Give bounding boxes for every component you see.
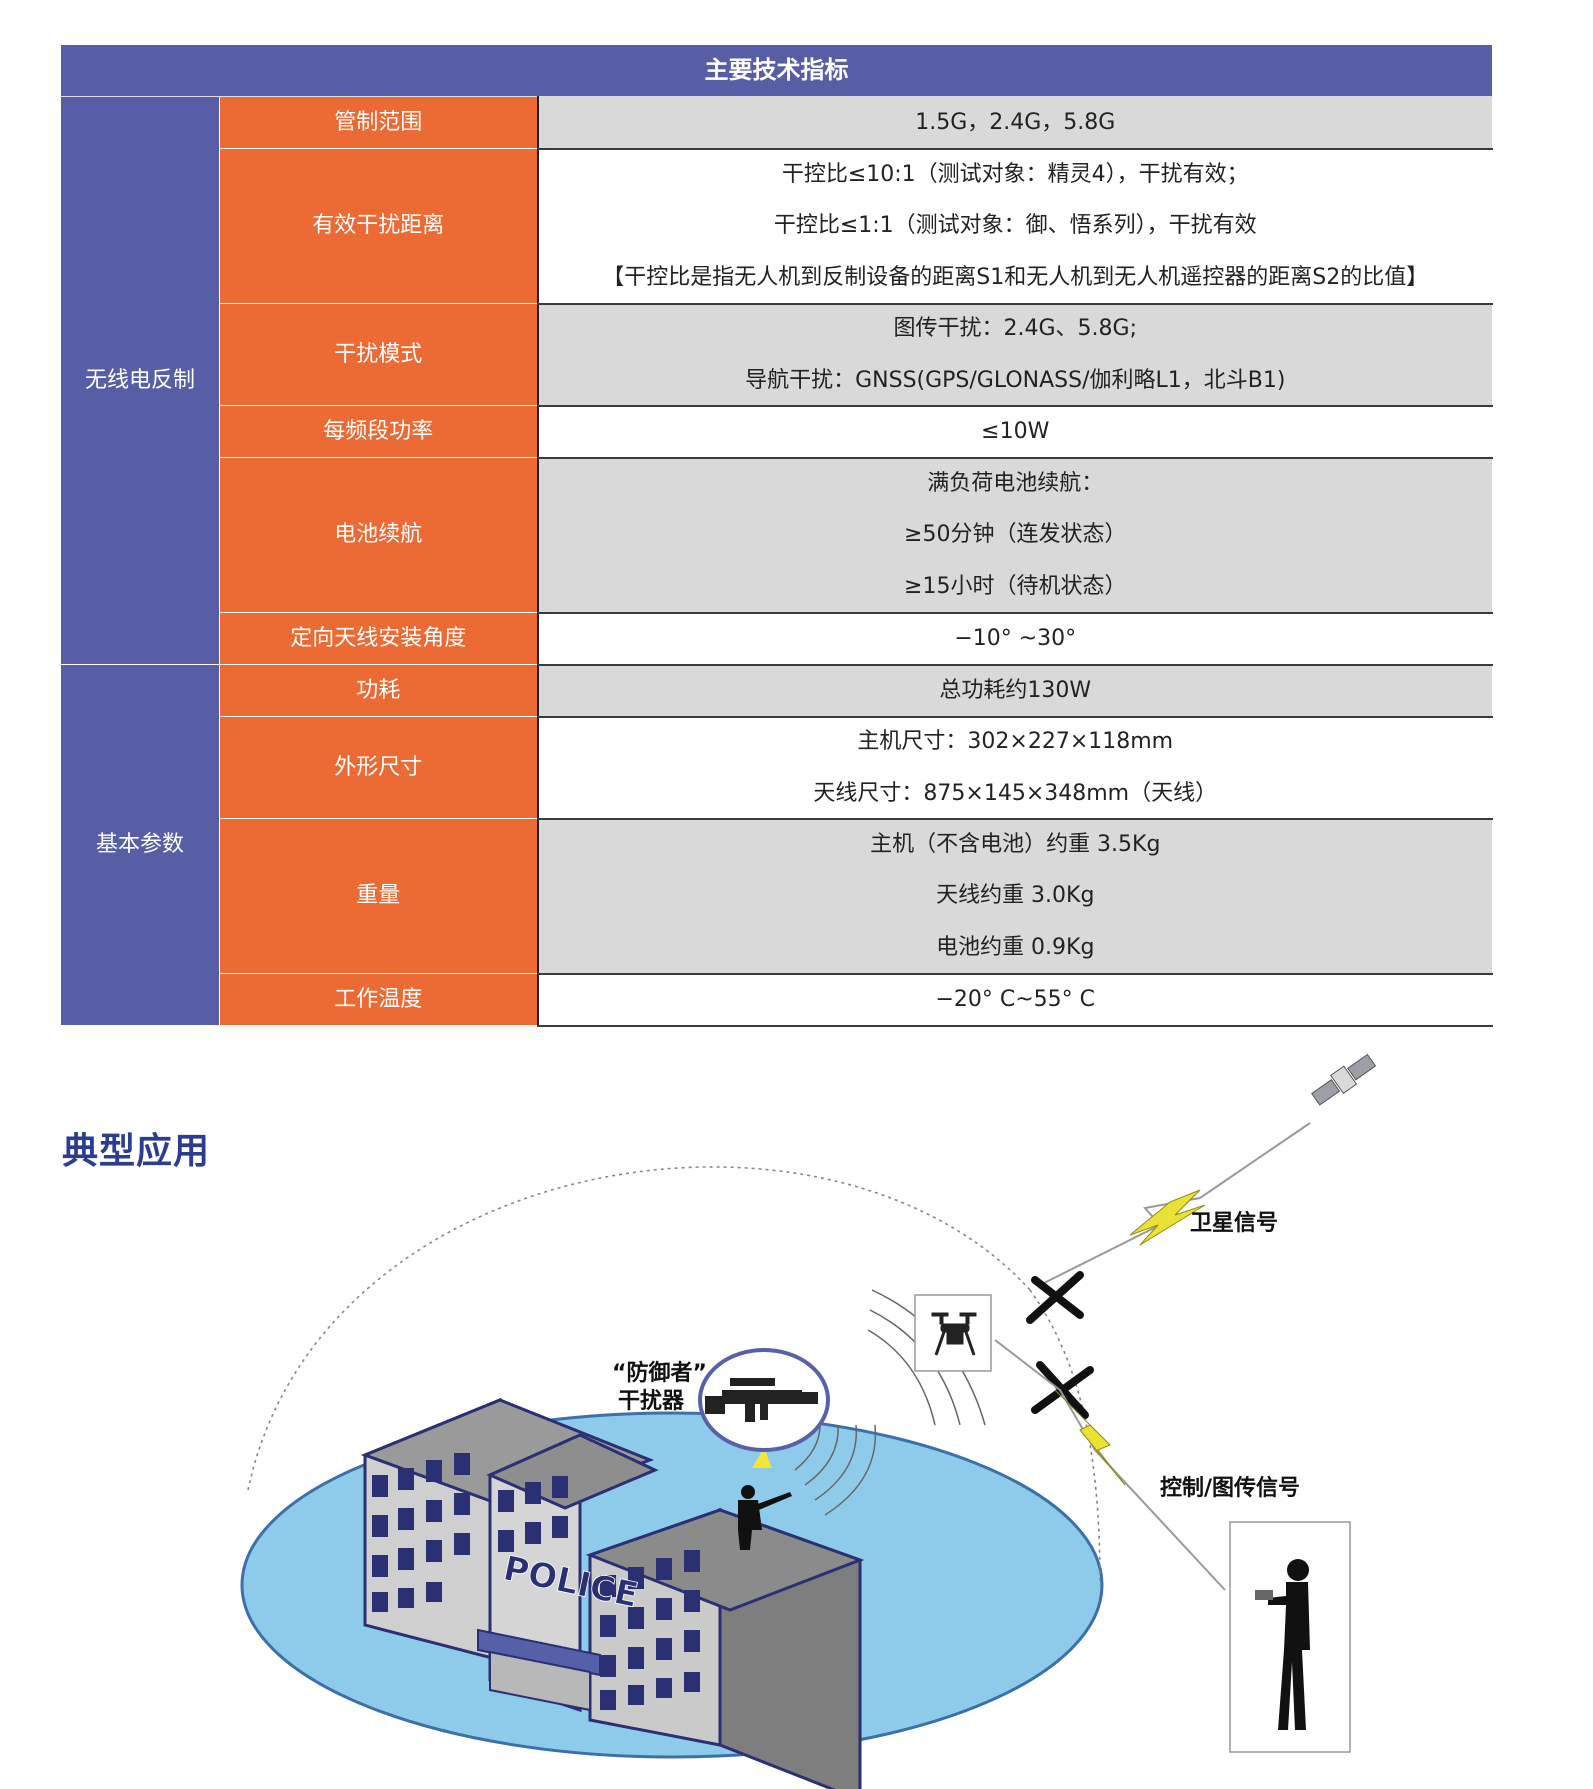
value-line: −10° ~30° — [954, 625, 1077, 651]
value-line: 主机尺寸：302×227×118mm — [857, 729, 1174, 755]
value-band-power: ≤10W — [536, 405, 1494, 459]
value-line: −20° C~55° C — [935, 986, 1096, 1012]
value-line: 1.5G，2.4G，5.8G — [915, 109, 1116, 135]
value-line: 主机（不含电池）约重 3.5Kg — [870, 832, 1161, 858]
category-basic-params: 基本参数 — [60, 664, 220, 1026]
param-control-range: 管制范围 — [219, 96, 538, 149]
value-dimensions: 主机尺寸：302×227×118mm 天线尺寸：875×145×348mm（天线… — [536, 716, 1494, 820]
param-jamming-mode: 干扰模式 — [219, 303, 538, 406]
value-line: ≥15小时（待机状态） — [904, 573, 1127, 599]
param-power-consumption: 功耗 — [219, 664, 538, 717]
satellite-icon — [1311, 1053, 1377, 1106]
param-antenna-angle: 定向天线安装角度 — [219, 612, 538, 665]
block-cross-control — [1031, 1361, 1094, 1419]
value-line: 电池约重 0.9Kg — [936, 934, 1095, 960]
table-title: 主要技术指标 — [59, 44, 1494, 97]
jammer-label-1: “防御者” — [612, 1360, 707, 1386]
value-line: 满负荷电池续航： — [927, 471, 1104, 497]
jammer-label-2: 干扰器 — [618, 1389, 685, 1414]
value-line: 总功耗约130W — [939, 677, 1092, 703]
value-line: ≥50分钟（连发状态） — [904, 522, 1127, 548]
param-band-power: 每频段功率 — [219, 405, 538, 458]
police-building — [360, 1397, 865, 1789]
value-line: 天线尺寸：875×145×348mm（天线） — [813, 780, 1218, 806]
control-signal-bolt — [1054, 1389, 1126, 1486]
value-line: 干控比≤10:1（测试对象：精灵4），干扰有效； — [781, 162, 1249, 188]
pilot-figure — [1255, 1559, 1310, 1730]
section-title: 典型应用 — [62, 1131, 211, 1172]
drone-icon — [931, 1312, 977, 1356]
satellite-signal-bolt — [1129, 1189, 1206, 1246]
value-line: ≤10W — [981, 418, 1050, 444]
rooftop-operator — [738, 1485, 792, 1550]
spec-table: 主要技术指标 无线电反制 管制范围 1.5G，2.4G，5.8G 有效干扰距离 … — [59, 44, 1494, 1027]
value-antenna-angle: −10° ~30° — [536, 612, 1494, 666]
value-line: 图传干扰：2.4G、5.8G; — [893, 316, 1137, 342]
callout-pointer — [752, 1448, 772, 1468]
value-effective-distance: 干控比≤10:1（测试对象：精灵4），干扰有效； 干控比≤1:1（测试对象：御、… — [536, 148, 1494, 305]
param-dimensions: 外形尺寸 — [219, 716, 538, 819]
value-line: 【干控比是指无人机到反制设备的距离S1和无人机到无人机遥控器的距离S2的比值】 — [602, 264, 1429, 290]
block-cross-satellite — [1026, 1271, 1084, 1324]
value-battery-life: 满负荷电池续航： ≥50分钟（连发状态） ≥15小时（待机状态） — [536, 457, 1494, 614]
param-operating-temp: 工作温度 — [219, 973, 538, 1026]
jamming-waves — [794, 1289, 986, 1516]
value-line: 导航干扰：GNSS(GPS/GLONASS/伽利略L1，北斗B1) — [745, 367, 1286, 393]
value-jamming-mode: 图传干扰：2.4G、5.8G; 导航干扰：GNSS(GPS/GLONASS/伽利… — [536, 303, 1494, 407]
control-signal-line — [994, 1339, 1226, 1591]
value-control-range: 1.5G，2.4G，5.8G — [536, 96, 1494, 150]
param-effective-distance: 有效干扰距离 — [219, 148, 538, 304]
value-line: 天线约重 3.0Kg — [936, 883, 1095, 909]
category-radio-countermeasure: 无线电反制 — [60, 96, 220, 665]
param-battery-life: 电池续航 — [219, 457, 538, 613]
param-weight: 重量 — [219, 818, 538, 974]
value-power-consumption: 总功耗约130W — [536, 664, 1494, 718]
application-illustration: POLICE “防御者” 干扰器 — [240, 1053, 1377, 1789]
control-signal-label: 控制/图传信号 — [1160, 1475, 1300, 1501]
value-weight: 主机（不含电池）约重 3.5Kg 天线约重 3.0Kg 电池约重 0.9Kg — [536, 818, 1494, 975]
satellite-signal-line — [1039, 1122, 1311, 1286]
jammer-device-icon — [705, 1378, 818, 1422]
value-line: 干控比≤1:1（测试对象：御、悟系列），干扰有效 — [773, 213, 1257, 239]
satellite-signal-label: 卫星信号 — [1190, 1210, 1278, 1236]
value-operating-temp: −20° C~55° C — [536, 973, 1494, 1027]
